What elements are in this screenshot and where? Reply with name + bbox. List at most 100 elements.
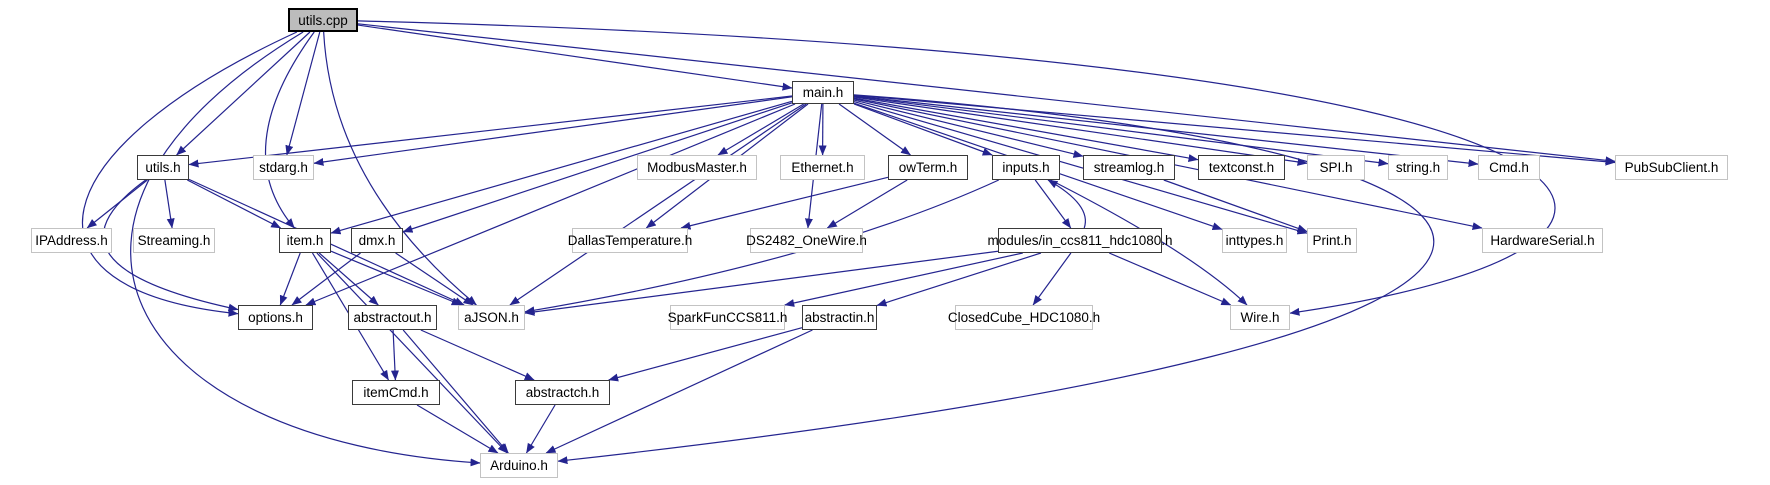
- include-edge: [853, 100, 1308, 235]
- include-edge: [1108, 252, 1232, 306]
- node-label: streamlog.h: [1093, 160, 1165, 175]
- include-edge: [279, 252, 301, 306]
- node-modbusmaster-h: ModbusMaster.h: [637, 155, 757, 180]
- include-edge: [130, 31, 481, 467]
- node-label: modules/in_ccs811_hdc1080.h: [987, 233, 1173, 248]
- include-edge: [545, 329, 813, 454]
- node-label: ClosedCube_HDC1080.h: [947, 310, 1101, 325]
- include-edge: [357, 20, 1556, 316]
- node-label: PubSubClient.h: [1624, 160, 1719, 175]
- include-edge: [853, 96, 1308, 166]
- node-closedcube-hdc1080-h: ClosedCube_HDC1080.h: [948, 305, 1100, 330]
- node-spi-h: SPI.h: [1307, 155, 1365, 180]
- include-edge: [285, 31, 321, 156]
- include-edge: [784, 252, 1023, 307]
- include-edge: [164, 179, 175, 229]
- node-itemcmd-h[interactable]: itemCmd.h: [352, 380, 440, 405]
- include-edge: [416, 404, 499, 454]
- node-main-h[interactable]: main.h: [792, 81, 854, 104]
- include-edge: [357, 24, 793, 91]
- node-print-h: Print.h: [1307, 228, 1357, 253]
- node-wire-h: Wire.h: [1230, 305, 1290, 330]
- node-label: item.h: [286, 233, 324, 248]
- node-ethernet-h: Ethernet.h: [780, 155, 865, 180]
- include-edge: [1047, 179, 1086, 229]
- include-edge: [357, 23, 1616, 165]
- include-edge: [717, 103, 804, 156]
- include-edge: [390, 329, 399, 381]
- include-edge: [509, 103, 807, 306]
- node-label: SPI.h: [1319, 160, 1353, 175]
- include-edge: [853, 103, 993, 156]
- node-label: owTerm.h: [898, 160, 958, 175]
- include-edge: [1034, 179, 1072, 229]
- node-label: dmx.h: [358, 233, 396, 248]
- include-edge: [1050, 179, 1248, 306]
- node-ds2482-onewire-h: DS2482_OneWire.h: [746, 228, 867, 253]
- include-edge: [313, 96, 793, 166]
- include-edge: [305, 103, 796, 306]
- node-arduino-h: Arduino.h: [480, 453, 558, 478]
- node-label: utils.cpp: [298, 12, 348, 28]
- node-cmd-h: Cmd.h: [1478, 155, 1540, 180]
- node-inputs-h[interactable]: inputs.h: [992, 155, 1060, 180]
- node-sparkfunccs811-h: SparkFunCCS811.h: [667, 305, 788, 330]
- node-item-h[interactable]: item.h: [279, 228, 331, 253]
- node-label: utils.h: [145, 160, 181, 175]
- node-label: DS2482_OneWire.h: [746, 233, 867, 248]
- node-label: string.h: [1395, 160, 1441, 175]
- include-edge: [81, 31, 298, 317]
- node-ipaddress-h: IPAddress.h: [31, 228, 112, 253]
- include-edge: [402, 329, 509, 454]
- node-label: SparkFunCCS811.h: [667, 310, 788, 325]
- node-owterm-h[interactable]: owTerm.h: [888, 155, 968, 180]
- include-edge: [853, 97, 1199, 162]
- include-edge: [608, 327, 803, 382]
- node-label: Wire.h: [1240, 310, 1280, 325]
- node-abstractch-h[interactable]: abstractch.h: [515, 380, 610, 405]
- node-streaming-h: Streaming.h: [133, 228, 215, 253]
- node-label: HardwareSerial.h: [1490, 233, 1595, 248]
- include-edge: [330, 250, 462, 306]
- include-edge: [524, 250, 999, 316]
- include-edge: [103, 179, 239, 312]
- node-dallastemperature-h: DallasTemperature.h: [568, 228, 692, 253]
- node-hardwareserial-h: HardwareSerial.h: [1482, 228, 1603, 253]
- include-edge: [188, 95, 793, 168]
- node-label: ModbusMaster.h: [647, 160, 747, 175]
- node-pubsubclient-h: PubSubClient.h: [1615, 155, 1728, 180]
- node-streamlog-h[interactable]: streamlog.h: [1083, 155, 1175, 180]
- node-label: inttypes.h: [1225, 233, 1284, 248]
- node-stdarg-h: stdarg.h: [253, 155, 314, 180]
- node-label: DallasTemperature.h: [567, 233, 693, 248]
- node-label: inputs.h: [1002, 160, 1050, 175]
- node-label: options.h: [248, 310, 303, 325]
- include-edge: [187, 179, 282, 229]
- node-utils-h[interactable]: utils.h: [137, 155, 189, 180]
- include-edge: [853, 95, 1389, 167]
- node-options-h[interactable]: options.h: [238, 305, 313, 330]
- include-edge: [826, 179, 908, 229]
- include-edge: [557, 94, 1435, 465]
- node-label: stdarg.h: [259, 160, 308, 175]
- include-edge: [395, 252, 474, 306]
- include-edge: [1032, 252, 1072, 306]
- node-modules-in-ccs811-hdc1080-h[interactable]: modules/in_ccs811_hdc1080.h: [987, 228, 1173, 253]
- node-label: Arduino.h: [490, 458, 548, 473]
- include-edge: [525, 404, 556, 454]
- node-abstractin-h[interactable]: abstractin.h: [802, 305, 877, 330]
- node-label: IPAddress.h: [35, 233, 108, 248]
- include-edge: [264, 31, 315, 229]
- include-edge: [838, 103, 911, 156]
- include-edge: [680, 176, 889, 230]
- node-dmx-h[interactable]: dmx.h: [351, 228, 403, 253]
- node-label: Ethernet.h: [791, 160, 854, 175]
- node-utils-cpp: utils.cpp: [288, 8, 358, 32]
- node-abstractout-h[interactable]: abstractout.h: [348, 305, 437, 330]
- node-textconst-h[interactable]: textconst.h: [1198, 155, 1285, 180]
- include-edge: [402, 102, 793, 233]
- include-edge: [318, 252, 379, 306]
- include-edge: [316, 252, 508, 454]
